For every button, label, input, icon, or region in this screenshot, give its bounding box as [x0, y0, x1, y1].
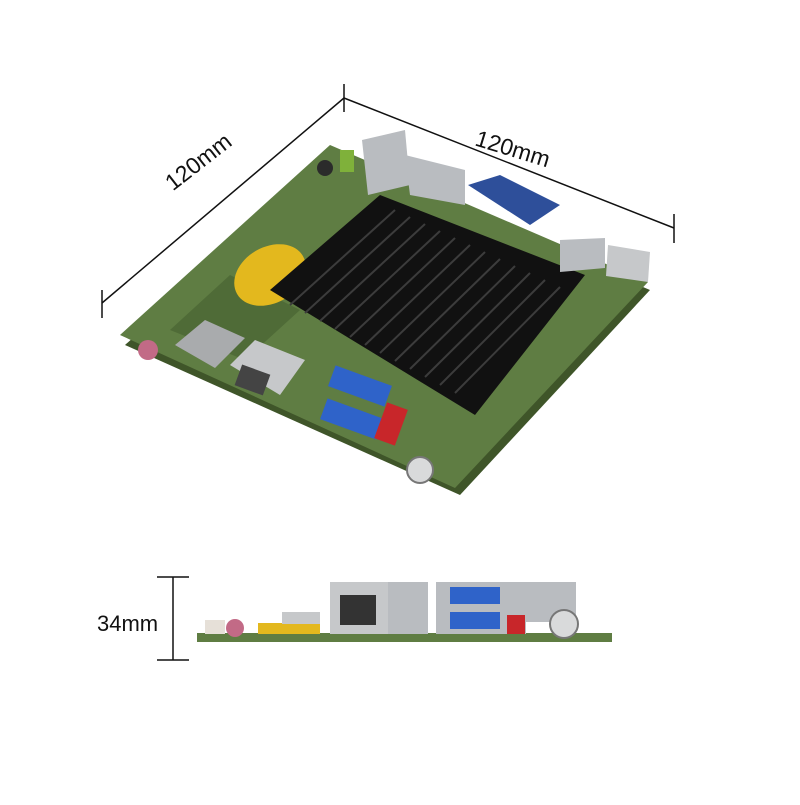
rear-dc-port [606, 245, 650, 282]
side-audio-jack [226, 619, 244, 637]
side-heatsink [388, 582, 428, 634]
audio-jack [138, 340, 158, 360]
lan-port [230, 340, 305, 395]
dimension-lines [101, 84, 675, 318]
usb-port-upper [328, 365, 392, 407]
height-dimension [157, 576, 189, 661]
heatsink-fins [289, 209, 561, 394]
side-lan-opening [340, 595, 376, 625]
side-connector [205, 620, 225, 634]
depth-dimension-line [101, 97, 345, 304]
vga-port [468, 175, 560, 225]
power-button-icon [406, 456, 434, 484]
rear-usb-port [362, 130, 410, 195]
board-top-view [120, 130, 650, 495]
green-connector [340, 150, 354, 172]
usb-port-lower [320, 398, 384, 440]
pcb-side [197, 633, 612, 642]
capacitor [317, 160, 333, 176]
rear-hdmi-lan-port [405, 155, 465, 205]
side-battery [258, 623, 320, 634]
side-power-button-icon [549, 609, 579, 639]
side-red-connector [507, 615, 525, 634]
side-usb-lower [450, 612, 500, 629]
heatsink-base [270, 195, 585, 415]
side-usb-upper [450, 587, 500, 604]
width-dimension-line [343, 97, 675, 229]
side-sim-slot [282, 612, 320, 624]
rear-usb-port-2 [560, 238, 605, 272]
board-side-view [197, 582, 612, 642]
red-connector [374, 402, 408, 446]
lan-port-opening [234, 364, 271, 396]
sim-slot [175, 320, 245, 368]
height-dimension-label: 34mm [97, 611, 159, 636]
